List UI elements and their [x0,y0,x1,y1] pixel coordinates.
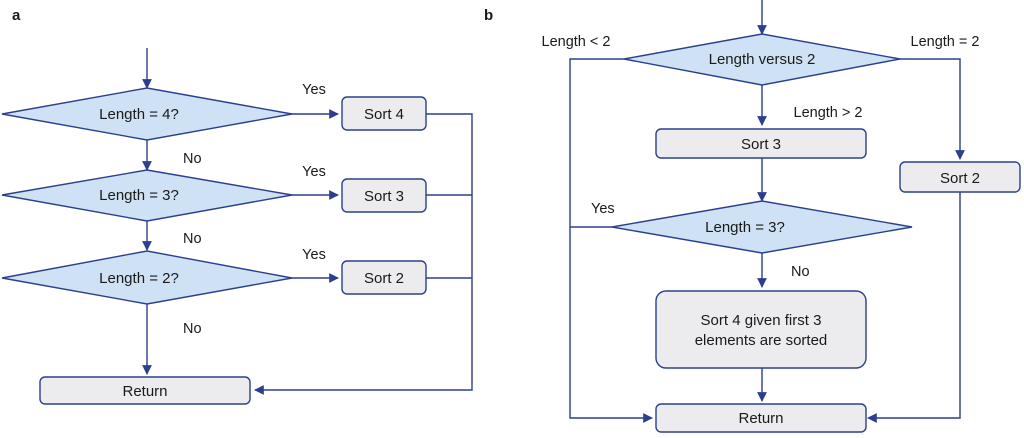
length-gt2-label: Length > 2 [794,105,863,121]
sort3-box-a-label: Sort 3 [364,188,404,205]
panel-a-edges [142,48,473,395]
no-label-len3: No [183,231,202,247]
sort2-to-return-b [867,192,961,423]
sort4-given-sorted-box [655,290,867,369]
decision-length-4 [1,87,293,141]
no-label-len4: No [183,151,202,167]
sort3-box-a [341,178,427,213]
panel-b: b Length versus 2 Sort 3 Sort 2 Length =… [484,0,1021,433]
sort2-box-b [899,161,1021,193]
yes-label-b: Yes [591,201,615,217]
decision-length-3-label: Length = 3? [99,187,179,204]
return-box-b-label: Return [738,410,783,427]
sort4-given-sorted-line2: elements are sorted [695,332,828,349]
panel-b-label: b [484,7,493,24]
decision-length-3-b [611,200,913,254]
sort4-box-a [341,96,427,131]
yes-label-len2: Yes [302,247,326,263]
panel-a-label: a [12,7,21,24]
lt2-path-to-return [569,58,653,423]
decision-length-4-label: Length = 4? [99,106,179,123]
decision-length-versus-2-label: Length versus 2 [709,51,816,68]
decision-length-2 [1,250,293,305]
yes-label-len4: Yes [302,82,326,98]
return-box-a-label: Return [122,383,167,400]
decision-length-3 [1,169,293,222]
sort3-box-b-label: Sort 3 [741,136,781,153]
panel-a: a Length = 4? Length = 3? Length = 2? So… [1,7,473,405]
decision-length-versus-2 [623,33,901,86]
yes-label-len3: Yes [302,164,326,180]
no-label-len2: No [183,321,202,337]
sort2-box-a-label: Sort 2 [364,270,404,287]
length-eq2-label: Length = 2 [911,34,980,50]
panel-b-edges [569,0,965,423]
decision-length-3-b-label: Length = 3? [705,219,785,236]
sort2-box-b-label: Sort 2 [940,170,980,187]
sort4-given-sorted-line1: Sort 4 given first 3 [701,312,822,329]
sort2-box-a [341,260,427,295]
length-lt2-label: Length < 2 [542,34,611,50]
no-label-b: No [791,264,810,280]
return-box-a [39,376,251,405]
sort3-box-b [655,128,867,159]
eq2-path-to-sort2 [900,58,965,160]
sort4-to-return [254,113,473,395]
return-box-b [655,403,867,433]
decision-length-2-label: Length = 2? [99,270,179,287]
sort4-box-a-label: Sort 4 [364,106,404,123]
